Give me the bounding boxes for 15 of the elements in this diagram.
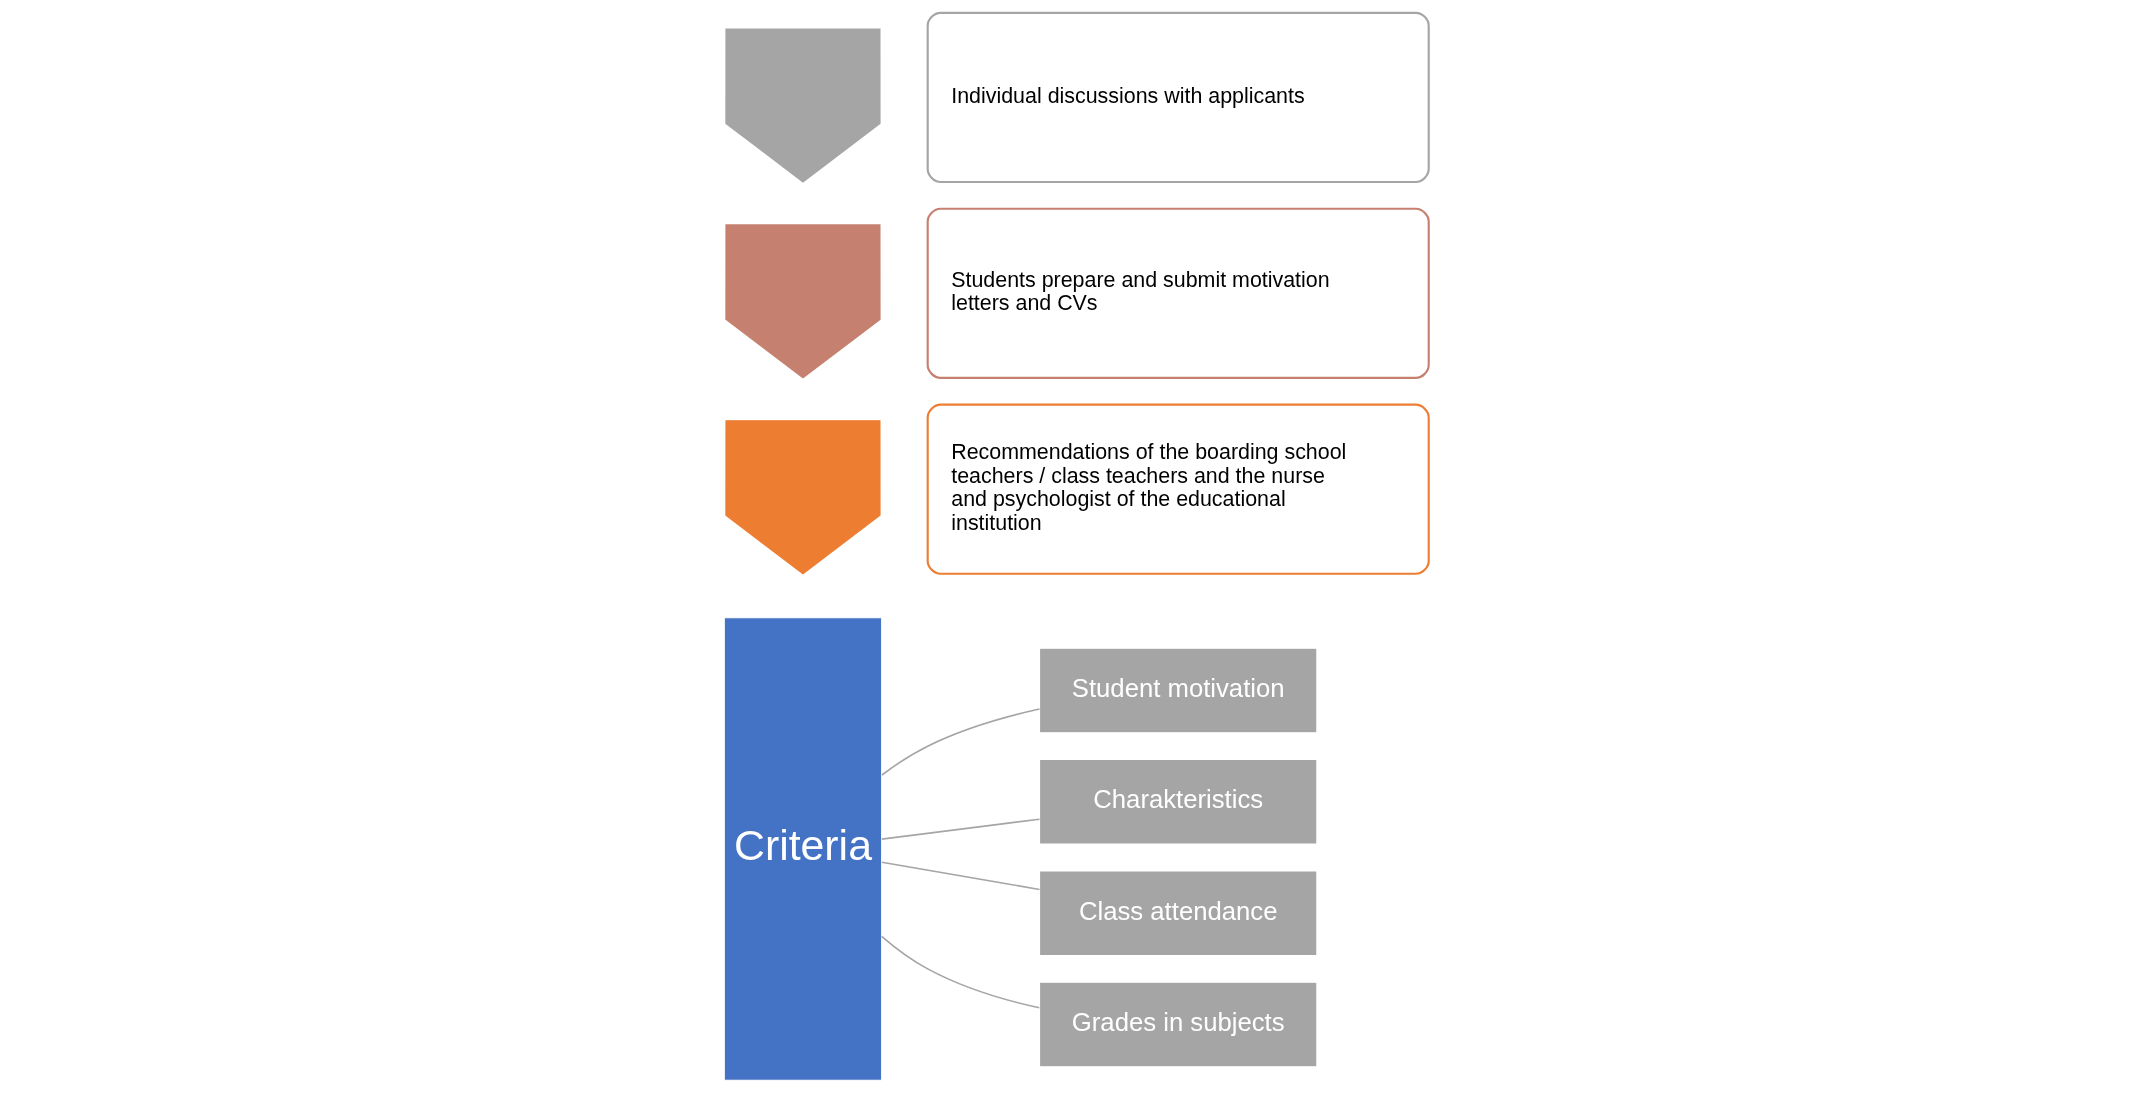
node-box: Student motivation	[1039, 647, 1318, 734]
connector	[881, 708, 1041, 776]
node-box: Recommendations of the boarding school teachers / class teachers and the nurse and psychologist of the educational institution	[926, 403, 1430, 575]
node-chevron	[725, 420, 881, 575]
node-box: Criteria	[723, 617, 883, 1081]
node-box: Charakteristics	[1039, 759, 1318, 845]
node-box: Individual discussions with applicants	[926, 11, 1430, 184]
connector	[880, 935, 1041, 1009]
node-chevron	[725, 224, 881, 379]
node-box: Students prepare and submit motivation letters and CVs	[926, 207, 1430, 379]
node-chevron	[725, 28, 881, 183]
node-box: Class attendance	[1039, 870, 1318, 956]
connector	[881, 861, 1041, 891]
connector	[881, 818, 1041, 840]
node-box: Grades in subjects	[1039, 981, 1318, 1068]
